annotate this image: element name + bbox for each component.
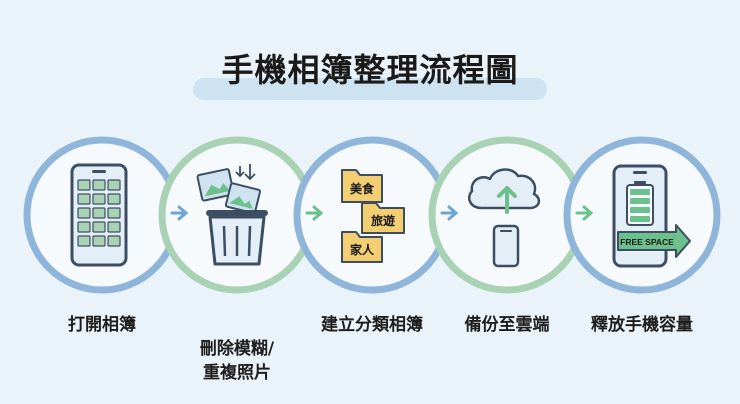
folder-label-food: 美食 [350, 181, 375, 196]
trash-photos-icon [196, 164, 268, 266]
title-highlight [193, 78, 547, 100]
folder-food [341, 169, 383, 203]
step-label-2: 刪除模糊/ 重複照片 [199, 339, 275, 383]
folder-travel [361, 202, 405, 234]
folders-icon: 美食 旅遊 家人 [341, 169, 405, 263]
arrow-1-to-2 [170, 205, 189, 221]
folder-family [341, 231, 383, 263]
step-label-5: 釋放手機容量 [591, 315, 693, 335]
free-space-label: FREE SPACE [620, 237, 674, 247]
phone-battery-icon: FREE SPACE [612, 164, 691, 268]
arrow-4-to-5 [575, 205, 594, 221]
folder-label-family: 家人 [350, 242, 375, 257]
cloud-upload-icon [468, 168, 541, 268]
step-label-4: 備份至雲端 [464, 315, 550, 335]
step-label-3: 建立分類相簿 [321, 315, 423, 335]
phone-gallery-icon [70, 163, 128, 267]
arrow-2-to-3 [305, 205, 324, 221]
arrow-3-to-4 [440, 205, 459, 221]
step-label-1: 打開相簿 [68, 315, 136, 335]
folder-label-travel: 旅遊 [371, 213, 395, 228]
page-title: 手機相簿整理流程圖 [221, 51, 519, 89]
